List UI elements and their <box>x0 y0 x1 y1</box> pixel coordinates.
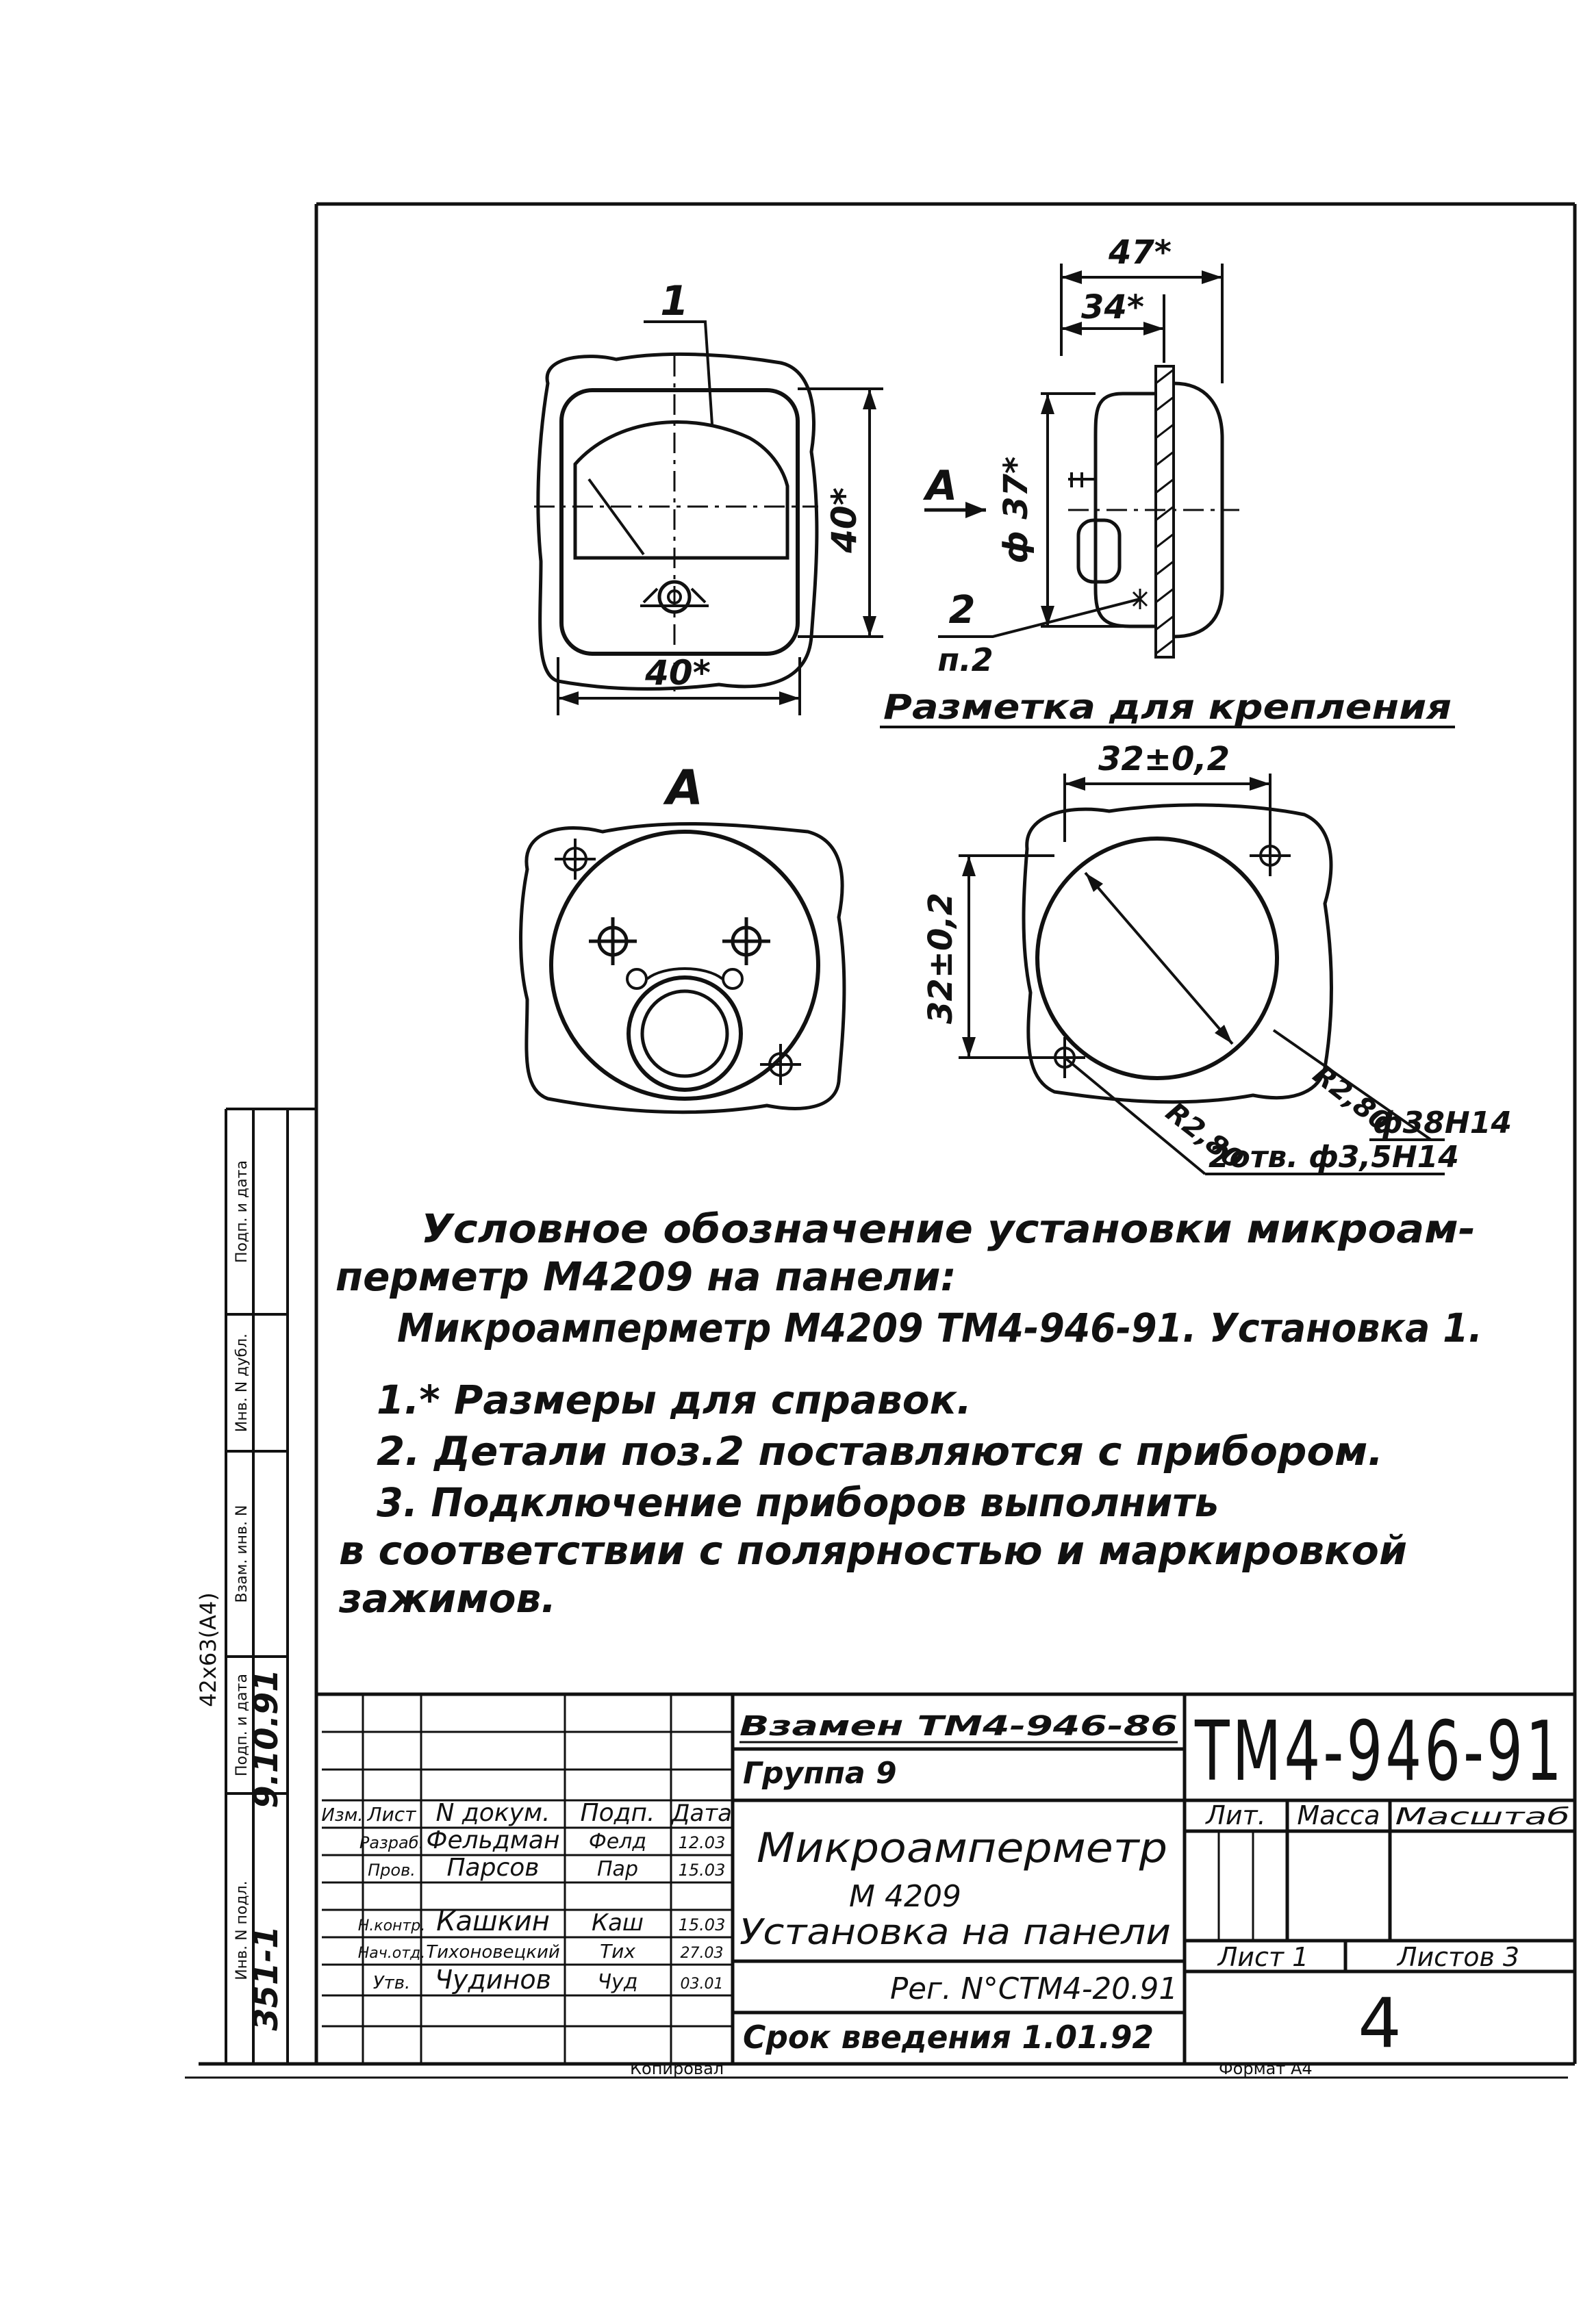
product-name-line2: М 4209 <box>849 1879 961 1914</box>
side-label-inv: Инв. N подл. <box>233 1880 251 1980</box>
page-number: 4 <box>1358 1983 1402 2063</box>
replaces-text: Взамен ТМ4-946-86 <box>739 1711 1178 1742</box>
col-header-doc: N докум. <box>436 1799 551 1827</box>
dim-diameter-side: ф 37* <box>997 457 1035 563</box>
row-2-role: Пров. <box>368 1861 416 1880</box>
note-2: 2. Детали поз.2 поставляются с прибором. <box>377 1428 1383 1474</box>
effective-date: Срок введения 1.01.92 <box>743 2019 1154 2056</box>
row-2-name: Парсов <box>446 1854 539 1882</box>
row-2-sign: Пар <box>597 1857 638 1881</box>
row-3-role: Н.контр. <box>358 1917 425 1934</box>
dim-height-front: 40* <box>824 487 864 554</box>
row-3-name: Кашкин <box>436 1906 550 1937</box>
title-block: Взамен ТМ4-946-86 Группа 9 ТМ4-946-91 Ми… <box>314 1692 1575 2078</box>
view-a-title: А <box>663 760 703 816</box>
pos2-note: п.2 <box>937 641 993 678</box>
dim-hole-spacing-h: 32±0,2 <box>1098 740 1230 778</box>
row-5-name: Чудинов <box>435 1965 551 1995</box>
reg-number: Рег. N°СТМ4-20.91 <box>890 1971 1178 2006</box>
side-label-sign-date: Подп. и дата <box>233 1674 251 1776</box>
note-3-line3: зажимов. <box>338 1575 556 1622</box>
sheet-label: Лист 1 <box>1217 1942 1309 1972</box>
row-4-role: Нач.отд. <box>358 1945 426 1962</box>
col-header-date: Дата <box>670 1800 732 1827</box>
col-header-izm: Изм. <box>321 1805 363 1826</box>
row-2-date: 15.03 <box>679 1861 726 1880</box>
row-4-name: Тихоновецкий <box>426 1942 560 1963</box>
row-5-date: 03.01 <box>681 1976 724 1993</box>
document-designation: ТМ4-946-91 <box>1194 1704 1565 1800</box>
dim-depth-total: 47* <box>1108 233 1172 272</box>
scale-header: Масштаб <box>1395 1803 1570 1830</box>
dim-hole-spacing-v: 32±0,2 <box>922 893 960 1024</box>
dim-width-front: 40* <box>644 653 711 693</box>
side-inv-value: 351-1 <box>247 1926 286 2031</box>
note-3-line2: в соответствии с полярностью и маркировк… <box>339 1527 1407 1574</box>
row-5-role: Утв. <box>373 1973 411 1993</box>
row-4-date: 27.03 <box>681 1945 724 1962</box>
side-label-dup: Инв. N дубл. <box>233 1333 251 1432</box>
col-header-sign: Подп. <box>581 1799 655 1827</box>
row-5-sign: Чуд <box>597 1970 637 1994</box>
view-a: А <box>519 760 846 1114</box>
side-label-sign-date2: Подп. и дата <box>233 1160 251 1263</box>
format-mark: 42x63(А4) <box>195 1592 221 1707</box>
row-1-date: 12.03 <box>679 1833 726 1852</box>
designation-line1: Условное обозначение установки микроам- <box>421 1205 1476 1252</box>
side-date-value: 9.10.91 <box>247 1669 286 1808</box>
lit-header: Лит. <box>1204 1800 1266 1830</box>
pos1-label: 1 <box>660 277 689 325</box>
dim-holes: 2отв. ф3,5Н14 <box>1209 1140 1459 1175</box>
product-name-line1: Микроамперметр <box>757 1824 1167 1872</box>
designation-line2: перметр М4209 на панели: <box>336 1253 957 1300</box>
meter-side-view: 47* 34* ф 37* А 2 <box>880 233 1455 728</box>
row-1-role: Разраб. <box>359 1833 424 1852</box>
sheet-frame <box>185 202 1577 2079</box>
format-label: Формат А4 <box>1219 2059 1313 2078</box>
note-1: 1.* Размеры для справок. <box>377 1377 972 1423</box>
notes-block: Условное обозначение установки микроам- … <box>336 1205 1482 1622</box>
group-text: Группа 9 <box>743 1756 897 1791</box>
mounting-markup-view: 32±0,2 32±0,2 R2,80 R2,80 ф38Н14 2отв. ф… <box>922 740 1512 1176</box>
side-strip: 42x63(А4) Инв. N подл. Подп. и дата Взам… <box>195 1108 316 2064</box>
meter-front-view: 1 40* 40* <box>534 277 883 715</box>
dim-cutout: ф38Н14 <box>1373 1106 1512 1140</box>
pos2-label: 2 <box>949 588 976 633</box>
view-a-arrow-label: А <box>923 462 957 510</box>
markup-title: Разметка для крепления <box>883 687 1452 727</box>
note-3-line1: 3. Подключение приборов выполнить <box>377 1479 1219 1526</box>
row-1-name: Фельдман <box>426 1826 559 1854</box>
mass-header: Масса <box>1297 1800 1380 1830</box>
col-header-list: Лист <box>367 1803 417 1826</box>
row-3-sign: Каш <box>592 1909 644 1937</box>
row-4-sign: Тих <box>600 1940 635 1963</box>
product-name-line3: Установка на панели <box>739 1912 1171 1953</box>
dim-depth-body: 34* <box>1081 288 1144 327</box>
row-1-sign: Фелд <box>589 1830 646 1854</box>
side-label-replace: Взам. инв. N <box>233 1505 251 1603</box>
copied-label: Копировал <box>630 2059 724 2078</box>
sheets-label: Листов 3 <box>1396 1942 1519 1972</box>
designation-line3: Микроамперметр М4209 ТМ4-946-91. Установ… <box>397 1305 1482 1351</box>
row-3-date: 15.03 <box>679 1915 726 1934</box>
